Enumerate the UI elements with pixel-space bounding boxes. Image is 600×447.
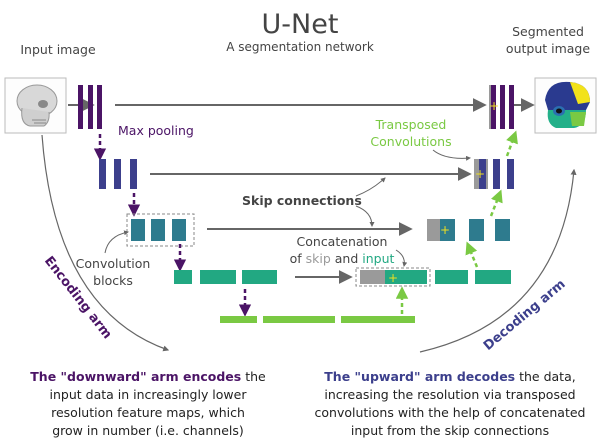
decoder-desc-line3: convolutions with the help of concatenat… bbox=[315, 405, 586, 420]
input-image-label: Input image bbox=[20, 42, 96, 57]
diagram-subtitle: A segmentation network bbox=[226, 40, 374, 54]
decoder-desc-line4: input from the skip connections bbox=[351, 423, 549, 438]
transposed-label-line1: Transposed bbox=[375, 117, 447, 132]
transposed-arrow-2 bbox=[465, 241, 479, 268]
transposed-label-line2: Convolutions bbox=[370, 134, 451, 149]
encoder-desc-bold: The "downward" arm encodes bbox=[30, 369, 241, 384]
segmented-skull-icon bbox=[534, 77, 597, 134]
decoder-level2-blocks: + bbox=[474, 159, 514, 189]
concatenation-highlight bbox=[355, 267, 431, 287]
transposed-pointer bbox=[432, 149, 471, 161]
decoder-desc-line1: The "upward" arm decodes the data, bbox=[324, 369, 575, 384]
concatenation-label: Concatenation bbox=[297, 234, 388, 249]
convolution-blocks-highlight bbox=[126, 213, 195, 247]
encoder-desc-line1: The "downward" arm encodes the bbox=[30, 369, 266, 384]
concat-and: and bbox=[335, 251, 359, 266]
decoder-desc-line2: increasing the resolution via transposed bbox=[324, 387, 575, 402]
decoder-level3-blocks: + bbox=[427, 219, 510, 241]
decoder-desc-rest: the data, bbox=[515, 369, 576, 384]
transposed-arrow-3 bbox=[489, 189, 503, 217]
concat-input: input bbox=[362, 251, 394, 266]
skull-xray-icon bbox=[4, 77, 67, 134]
convolution-pointer bbox=[104, 230, 129, 254]
decoder-level4-blocks: + bbox=[360, 270, 511, 285]
diagram-title: U-Net bbox=[262, 9, 339, 40]
svg-text:+: + bbox=[388, 271, 398, 285]
decoder-level1-blocks: + bbox=[489, 85, 514, 129]
encoder-desc-line2: input data in increasingly lower bbox=[50, 387, 248, 402]
concatenation-detail: of skip and input bbox=[290, 251, 395, 266]
decoding-arm-label: Decoding arm bbox=[481, 277, 569, 354]
convolution-blocks-label-line2: blocks bbox=[93, 273, 133, 288]
svg-text:+: + bbox=[475, 167, 485, 181]
decoding-arm-arrow bbox=[419, 168, 577, 353]
skip-pointer-2 bbox=[355, 205, 375, 227]
bottleneck-blocks bbox=[220, 316, 415, 323]
concat-of: of bbox=[290, 251, 303, 266]
convolution-blocks-label-line1: Convolution bbox=[76, 256, 151, 271]
encoder-level2-blocks bbox=[99, 159, 137, 189]
concatenation-pointer bbox=[395, 249, 408, 267]
encoder-desc-line3: resolution feature maps, which bbox=[51, 405, 245, 420]
output-image-label-line1: Segmented bbox=[512, 24, 584, 39]
svg-text:+: + bbox=[489, 99, 499, 113]
encoder-level3-blocks bbox=[131, 219, 186, 241]
encoder-desc-line4: grow in number (i.e. channels) bbox=[52, 423, 244, 438]
max-pooling-label: Max pooling bbox=[118, 123, 194, 138]
concat-skip: skip bbox=[306, 251, 331, 266]
encoder-description: The "downward" arm encodes the input dat… bbox=[30, 369, 266, 438]
encoder-level4-blocks bbox=[174, 270, 277, 284]
svg-text:+: + bbox=[440, 223, 450, 237]
decoder-description: The "upward" arm decodes the data, incre… bbox=[315, 369, 586, 438]
encoder-level1-blocks bbox=[78, 85, 102, 129]
transposed-arrow-4 bbox=[505, 130, 518, 157]
skip-connections-label: Skip connections bbox=[242, 193, 362, 208]
output-image-label-line2: output image bbox=[506, 41, 590, 56]
skip-pointer-1 bbox=[355, 177, 386, 197]
decoder-desc-bold: The "upward" arm decodes bbox=[324, 369, 515, 384]
encoding-arm-arrow bbox=[41, 134, 170, 352]
encoder-desc-rest: the bbox=[241, 369, 266, 384]
